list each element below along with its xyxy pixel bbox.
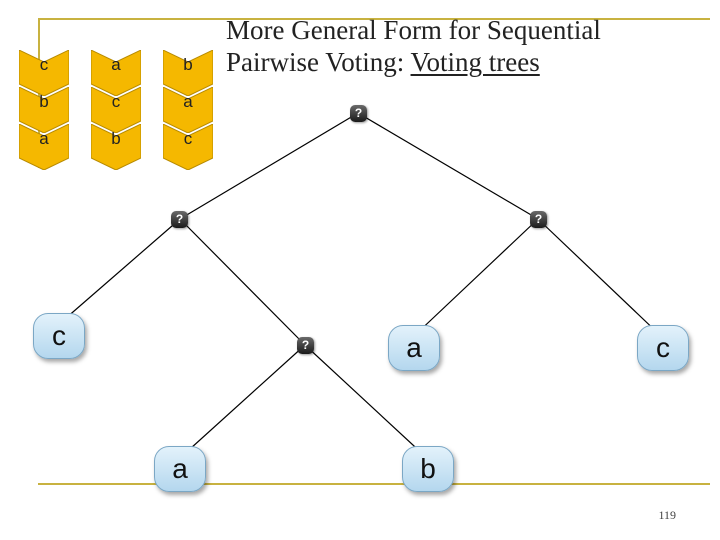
- preference-chevron-label: c: [111, 92, 121, 111]
- preference-chevron: b: [19, 87, 69, 133]
- leaf-inner-right: b: [402, 446, 454, 492]
- preference-chevron-label: a: [183, 92, 193, 111]
- leaf-right-left: a: [388, 325, 440, 371]
- preference-chevron: b: [91, 124, 141, 170]
- page-title: More General Form for Sequential Pairwis…: [226, 14, 601, 78]
- inner-node: ?: [297, 337, 314, 354]
- title-line-2-prefix: Pairwise Voting:: [226, 47, 411, 77]
- tree-edge: [412, 218, 539, 338]
- tree-edge: [179, 344, 306, 459]
- page-number: 119: [658, 508, 676, 522]
- preference-chevron: a: [19, 124, 69, 170]
- preference-chevron-label: a: [111, 55, 121, 74]
- preference-chevron-label: b: [183, 55, 193, 74]
- preference-chevron-label: b: [39, 92, 49, 111]
- tree-edge: [304, 344, 428, 459]
- leaf-far-left: c: [33, 313, 85, 359]
- leaf-inner-left: a: [154, 446, 206, 492]
- preference-chevron: a: [91, 50, 141, 96]
- tree-edge: [357, 112, 539, 220]
- left-node: ?: [171, 211, 188, 228]
- preference-chevron-label: b: [111, 129, 121, 148]
- preference-chevron-label: c: [183, 129, 193, 148]
- preference-chevron: a: [163, 87, 213, 133]
- preference-chevron-label: c: [39, 55, 49, 74]
- preference-chevron: c: [163, 124, 213, 170]
- tree-edge: [57, 218, 181, 326]
- right-node: ?: [530, 211, 547, 228]
- tree-edge: [179, 112, 359, 220]
- top-rule: [38, 18, 710, 20]
- tree-edge: [179, 218, 306, 346]
- title-line-1: More General Form for Sequential: [226, 15, 601, 45]
- preference-chevron: c: [19, 50, 69, 96]
- preference-chevron-label: a: [39, 129, 49, 148]
- title-line-2: Pairwise Voting: Voting trees: [226, 46, 601, 78]
- preference-chevron: c: [91, 87, 141, 133]
- root-node: ?: [350, 105, 367, 122]
- bottom-rule: [38, 483, 710, 485]
- preference-chevron: b: [163, 50, 213, 96]
- voting-trees-link[interactable]: Voting trees: [410, 47, 540, 77]
- tree-edge: [537, 218, 663, 338]
- leaf-far-right: c: [637, 325, 689, 371]
